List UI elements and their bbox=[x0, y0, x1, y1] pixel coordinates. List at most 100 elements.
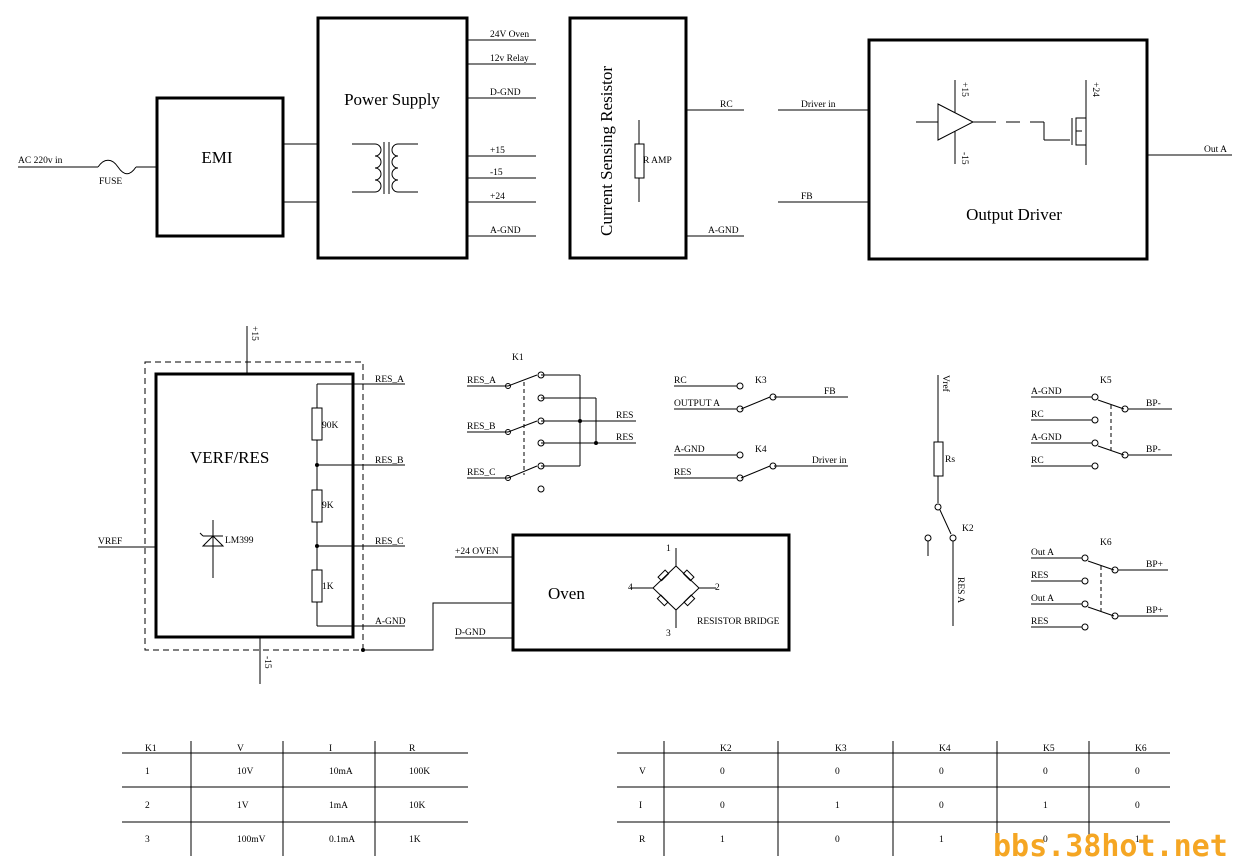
table-k1-cell-0-2: 10mA bbox=[329, 767, 353, 777]
relay-k1: K1 bbox=[467, 353, 636, 493]
driver-out-label: Out A bbox=[1204, 145, 1227, 155]
oven-in-p24: +24 OVEN bbox=[455, 547, 499, 557]
csr-output-wires bbox=[686, 109, 744, 237]
ac-input-label: AC 220v in bbox=[18, 156, 63, 166]
resistor-90k-label: 90K bbox=[322, 421, 339, 431]
ramp-resistor-label: R AMP bbox=[643, 156, 672, 166]
opamp-icon bbox=[916, 80, 1044, 164]
psu-out-p15: +15 bbox=[490, 146, 505, 156]
ramp-resistor-icon bbox=[634, 120, 645, 202]
k1-in-res-a: RES_A bbox=[467, 376, 496, 386]
k3-in-output-a: OUTPUT A bbox=[674, 399, 720, 409]
driver-input-wires bbox=[778, 109, 1232, 203]
table-k: K2 K3 K4 K5 K6 V 0 0 0 0 0 I 0 1 0 1 0 R… bbox=[617, 741, 1170, 856]
csr-out-agnd: A-GND bbox=[708, 226, 739, 236]
table-k-cell-1-1: 0 bbox=[720, 801, 725, 811]
divider-resistors bbox=[311, 383, 405, 627]
psu-out-24v-oven: 24V Oven bbox=[490, 30, 529, 40]
k6-in-out-a-1: Out A bbox=[1031, 548, 1054, 558]
oven-ground-node bbox=[361, 648, 365, 652]
k5-name: K5 bbox=[1100, 376, 1112, 386]
vref-supply-wires bbox=[98, 326, 261, 684]
table-k1-cell-0-0: 1 bbox=[145, 767, 150, 777]
k3-name: K3 bbox=[755, 376, 767, 386]
table-k-cell-2-5: 1 bbox=[1135, 835, 1140, 845]
opamp-p15-label: +15 bbox=[959, 82, 969, 97]
relay-k5: K5 A-GND RC A-GND RC BP- BP- bbox=[1031, 376, 1172, 470]
opamp-m15-label: -15 bbox=[959, 152, 969, 165]
output-driver-label: Output Driver bbox=[966, 205, 1062, 224]
table-k-cell-0-3: 0 bbox=[939, 767, 944, 777]
table-k1-cell-1-2: 1mA bbox=[329, 801, 348, 811]
output-driver-block bbox=[867, 38, 1149, 261]
k5-in-rc-2: RC bbox=[1031, 456, 1044, 466]
table-k-header-2: K3 bbox=[835, 744, 847, 754]
vref-supply-bottom-label: -15 bbox=[262, 656, 272, 669]
table-k-header-3: K4 bbox=[939, 744, 951, 754]
vref-res-block bbox=[154, 372, 355, 639]
table-k1-header-1: V bbox=[237, 744, 244, 754]
k5-out-bp-2: BP- bbox=[1146, 445, 1161, 455]
k4-out-driver-in: Driver in bbox=[812, 456, 847, 466]
k6-in-res-2: RES bbox=[1031, 617, 1048, 627]
res-b-node bbox=[315, 463, 319, 467]
power-supply-block bbox=[316, 16, 469, 260]
zener-icon bbox=[199, 520, 225, 578]
fuse-label: FUSE bbox=[99, 177, 122, 187]
k3-out-fb: FB bbox=[824, 387, 836, 397]
psu-out-m15: -15 bbox=[490, 168, 503, 178]
table-k1-header-3: R bbox=[409, 744, 416, 754]
vref-input-label: VREF bbox=[98, 537, 122, 547]
current-sensing-label: Current Sensing Resistor bbox=[597, 66, 616, 236]
table-k-cell-2-0: R bbox=[639, 835, 646, 845]
table-k-cell-0-1: 0 bbox=[720, 767, 725, 777]
k4-name: K4 bbox=[755, 445, 767, 455]
k5-in-agnd-1: A-GND bbox=[1031, 387, 1062, 397]
emi-block bbox=[155, 96, 285, 238]
vref-shield-outline bbox=[144, 361, 364, 651]
relay-k4: K4 A-GND RES Driver in bbox=[674, 445, 848, 482]
oven-block bbox=[511, 533, 791, 652]
power-supply-label: Power Supply bbox=[344, 90, 440, 109]
relay-k3: K3 RC OUTPUT A FB bbox=[674, 376, 848, 413]
oven-in-dgnd: D-GND bbox=[455, 628, 486, 638]
table-k-header-1: K2 bbox=[720, 744, 732, 754]
table-k1-cell-2-2: 0.1mA bbox=[329, 835, 355, 845]
k5-out-bp-1: BP- bbox=[1146, 399, 1161, 409]
psu-out-p24: +24 bbox=[490, 192, 505, 202]
bridge-pin-3: 3 bbox=[666, 629, 671, 639]
k6-in-res-1: RES bbox=[1031, 571, 1048, 581]
resistor-9k-label: 9K bbox=[322, 501, 334, 511]
relay-k6: K6 Out A RES Out A RES BP+ BP+ bbox=[1031, 538, 1168, 631]
k2-name: K2 bbox=[962, 524, 974, 534]
table-k-cell-1-5: 0 bbox=[1135, 801, 1140, 811]
emi-label: EMI bbox=[201, 148, 233, 167]
table-k1-header-0: K1 bbox=[145, 744, 157, 754]
psu-out-dgnd: D-GND bbox=[490, 88, 521, 98]
table-k-cell-2-3: 1 bbox=[939, 835, 944, 845]
table-k-cell-0-2: 0 bbox=[835, 767, 840, 777]
tap-res-a-label: RES_A bbox=[375, 375, 404, 385]
driver-fb-label: FB bbox=[801, 192, 813, 202]
emi-to-psu-wires bbox=[283, 143, 318, 203]
psu-out-12v-relay: 12v Relay bbox=[490, 54, 529, 64]
current-sensing-block bbox=[568, 16, 688, 260]
bridge-pin-1: 1 bbox=[666, 544, 671, 554]
table-k-cell-0-5: 0 bbox=[1135, 767, 1140, 777]
vref-res-label: VERF/RES bbox=[190, 448, 269, 467]
tap-agnd-label: A-GND bbox=[375, 617, 406, 627]
table-k-header-4: K5 bbox=[1043, 744, 1055, 754]
table-k-header-5: K6 bbox=[1135, 744, 1147, 754]
vref-supply-top-label: +15 bbox=[249, 326, 259, 341]
driver-in-label: Driver in bbox=[801, 100, 836, 110]
resistor-1k-label: 1K bbox=[322, 582, 334, 592]
table-k-cell-2-1: 1 bbox=[720, 835, 725, 845]
table-k1-cell-0-1: 10V bbox=[237, 767, 254, 777]
k4-in-agnd: A-GND bbox=[674, 445, 705, 455]
table-k1-cell-1-0: 2 bbox=[145, 801, 150, 811]
table-k-cell-1-4: 1 bbox=[1043, 801, 1048, 811]
psu-output-wires bbox=[467, 39, 536, 237]
res-c-node bbox=[315, 544, 319, 548]
table-k-cell-1-2: 1 bbox=[835, 801, 840, 811]
